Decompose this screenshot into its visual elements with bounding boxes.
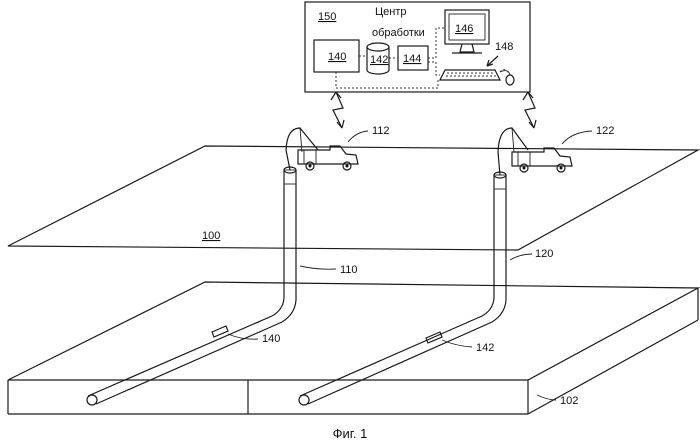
truck-left-ref: 112 [372,125,390,137]
database-142-ref: 142 [370,54,388,66]
truck-right-icon [498,128,572,175]
processing-center-title-2: обработки [372,27,425,39]
keyboard-148-ref: 148 [495,41,513,53]
sensor-left-ref: 140 [262,333,280,345]
figure-caption: Фиг. 1 [333,426,368,441]
well-right-ref: 120 [535,248,553,260]
sensor-left [212,326,228,337]
well-left [87,167,296,405]
formation-ref: 102 [560,395,578,407]
surface-plane [8,146,698,250]
keyboard-icon [440,70,500,80]
processing-center-title-1: Центр [375,6,407,18]
surface-ref: 100 [202,230,220,242]
mouse-icon [500,71,514,85]
processing-center: 150 Центр обработки 140 142 144 146 [305,2,530,92]
truck-right-ref: 122 [596,125,614,137]
well-right [299,172,506,405]
processing-center-ref: 150 [318,11,336,23]
wireless-link-left [331,92,344,128]
monitor-146-ref: 146 [455,23,473,35]
processor-box-140-ref: 140 [328,51,346,63]
module-box-144-ref: 144 [403,53,421,65]
well-left-ref: 110 [340,264,358,276]
formation-slab [8,282,698,414]
wireless-link-right [523,92,536,128]
truck-left-icon [286,128,358,170]
sensor-right-ref: 142 [476,342,494,354]
